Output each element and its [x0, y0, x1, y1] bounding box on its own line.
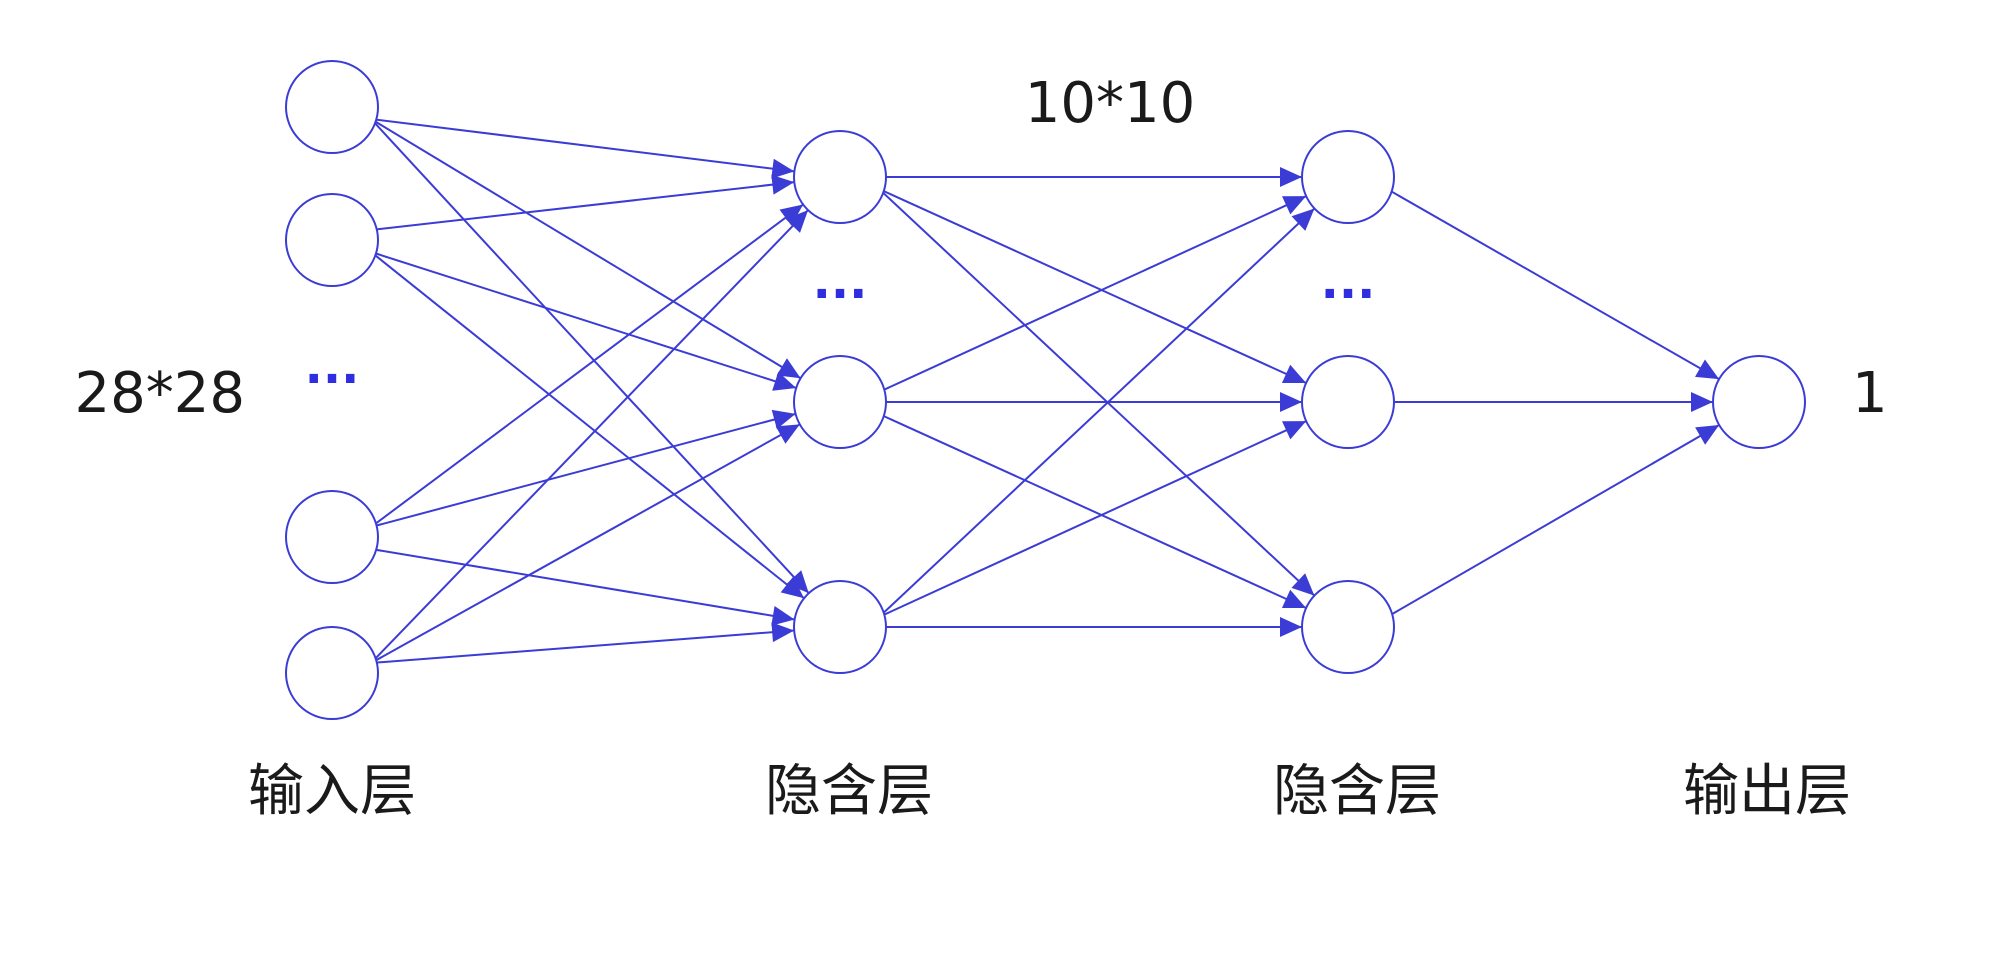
hidden-layer-2-ellipsis: ··· — [1321, 266, 1376, 322]
arrowhead-hidden1-0-to-hidden2-1 — [1281, 364, 1307, 383]
connection-input-3-to-hidden1-1 — [370, 423, 801, 664]
connection-hidden1-1-to-hidden2-2 — [878, 413, 1307, 609]
hidden1-neuron-0 — [793, 130, 887, 224]
input-layer-ellipsis: ··· — [305, 351, 360, 407]
arrowhead-input-3-to-hidden1-2 — [771, 622, 795, 643]
input-layer-label: 输入层 — [248, 759, 416, 824]
hidden-layer-2-label: 隐含层 — [1273, 759, 1441, 824]
output-dimension-label: 1 — [1852, 361, 1888, 426]
arrowhead-input-2-to-hidden1-0 — [779, 204, 804, 226]
connection-input-0-to-hidden1-2 — [370, 118, 810, 594]
input-neuron-0 — [285, 60, 379, 154]
connection-hidden1-2-to-hidden2-1 — [878, 420, 1307, 618]
neurons — [285, 60, 1806, 720]
arrowhead-input-3-to-hidden1-1 — [775, 424, 800, 444]
connection-hidden2-2-to-output-0 — [1386, 424, 1720, 618]
connection-input-2-to-hidden1-0 — [370, 203, 804, 528]
arrowhead-input-0-to-hidden1-0 — [771, 158, 795, 179]
arrowhead-input-0-to-hidden1-2 — [786, 570, 809, 594]
arrowhead-input-1-to-hidden1-0 — [771, 174, 795, 195]
connection-input-1-to-hidden1-1 — [370, 251, 797, 389]
input-dimension-label: 28*28 — [74, 361, 245, 426]
arrowhead-hidden2-2-to-output-0 — [1695, 425, 1720, 445]
arrowhead-input-0-to-hidden1-1 — [776, 358, 801, 379]
hidden-layer-1-label: 隐含层 — [765, 759, 933, 824]
arrowhead-hidden1-1-to-hidden2-2 — [1281, 589, 1307, 608]
hidden2-neuron-1 — [1301, 355, 1395, 449]
connection-hidden1-0-to-hidden2-2 — [878, 188, 1316, 597]
hidden2-neuron-2 — [1301, 580, 1395, 674]
arrowhead-input-1-to-hidden1-1 — [772, 371, 797, 391]
connection-input-2-to-hidden1-2 — [370, 548, 795, 621]
arrowhead-hidden1-0-to-hidden2-2 — [1291, 573, 1315, 596]
input-neuron-1 — [285, 193, 379, 287]
input-neuron-3 — [285, 626, 379, 720]
hidden1-neuron-1 — [793, 355, 887, 449]
output-layer-label: 输出层 — [1683, 759, 1851, 824]
hidden-dimension-label: 10*10 — [1025, 71, 1196, 136]
connection-input-1-to-hidden1-2 — [370, 251, 805, 600]
hidden2-neuron-0 — [1301, 130, 1395, 224]
arrowhead-input-1-to-hidden1-2 — [780, 576, 805, 599]
connection-hidden1-2-to-hidden2-0 — [878, 207, 1316, 618]
connection-input-0-to-hidden1-0 — [370, 118, 795, 173]
arrowhead-hidden1-2-to-hidden2-0 — [1291, 208, 1315, 231]
connection-input-3-to-hidden1-2 — [371, 629, 795, 664]
connection-input-0-to-hidden1-1 — [370, 118, 802, 380]
connection-hidden2-0-to-output-0 — [1386, 188, 1720, 381]
input-neuron-2 — [285, 490, 379, 584]
arrowhead-hidden1-2-to-hidden2-2 — [1280, 617, 1302, 637]
arrowhead-hidden1-1-to-hidden2-1 — [1280, 392, 1302, 412]
arrowhead-input-3-to-hidden1-0 — [785, 210, 809, 233]
connection-input-1-to-hidden1-0 — [370, 181, 795, 231]
output-neuron-0 — [1712, 355, 1806, 449]
arrowhead-hidden1-1-to-hidden2-0 — [1282, 196, 1307, 215]
connection-hidden1-1-to-hidden2-0 — [878, 195, 1307, 393]
arrowhead-input-2-to-hidden1-2 — [771, 605, 795, 626]
connection-input-2-to-hidden1-1 — [370, 412, 796, 528]
connection-input-3-to-hidden1-0 — [370, 209, 809, 664]
arrowhead-input-2-to-hidden1-1 — [771, 409, 796, 430]
hidden1-neuron-2 — [793, 580, 887, 674]
hidden-layer-1-ellipsis: ··· — [813, 266, 868, 322]
arrowhead-hidden1-2-to-hidden2-1 — [1282, 421, 1307, 440]
arrowhead-hidden1-0-to-hidden2-0 — [1280, 167, 1302, 187]
connections — [370, 118, 1720, 664]
connection-hidden1-0-to-hidden2-1 — [878, 188, 1307, 384]
arrowhead-hidden2-1-to-output-0 — [1691, 392, 1713, 412]
arrowhead-hidden2-0-to-output-0 — [1695, 359, 1720, 380]
